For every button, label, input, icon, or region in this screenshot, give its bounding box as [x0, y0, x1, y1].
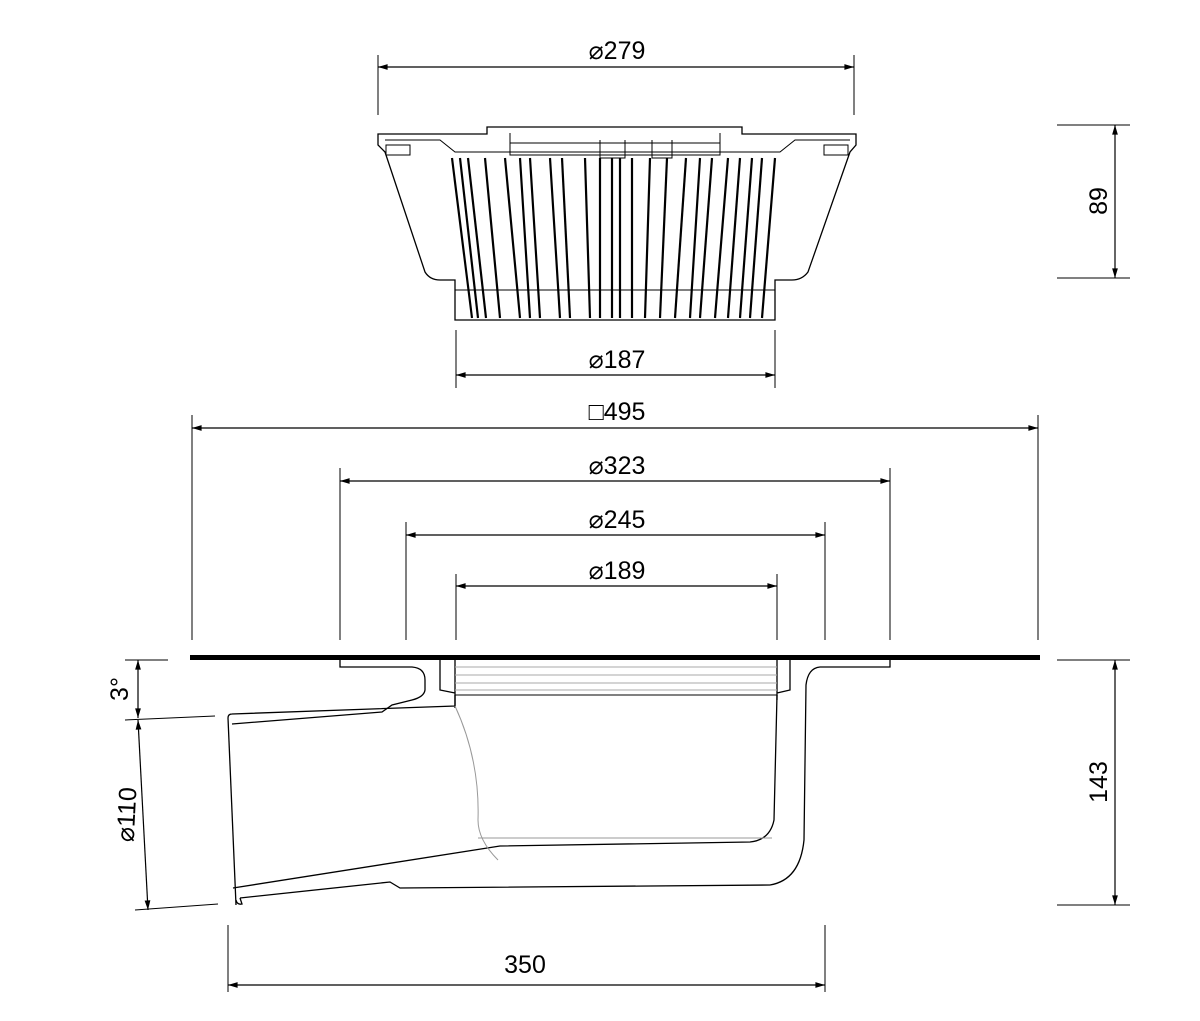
- dimension-outlet-diameter: ⌀110: [112, 719, 219, 911]
- dim-label-189: ⌀189: [589, 557, 646, 585]
- dimension-flange-outer-diameter: ⌀323: [339, 452, 891, 640]
- dim-label-495: □495: [589, 398, 646, 426]
- dim-label-89: 89: [1085, 187, 1113, 215]
- dim-label-143: 143: [1085, 761, 1113, 803]
- dimension-slope-angle: 3°: [106, 659, 216, 721]
- drain-body: [190, 655, 1040, 906]
- upper-grate-part: [377, 126, 857, 321]
- dim-label-110: ⌀110: [112, 786, 143, 842]
- dim-label-350: 350: [504, 951, 546, 979]
- dimension-body-length: 350: [227, 925, 826, 992]
- dimension-inner-diameter: ⌀189: [455, 557, 778, 640]
- dimension-top-bottom-diameter: ⌀187: [455, 330, 776, 388]
- membrane-plate: [190, 655, 1040, 660]
- dim-label-187: ⌀187: [589, 346, 646, 374]
- dim-label-3-degrees: 3°: [106, 677, 134, 701]
- dimension-top-grate-diameter: ⌀279: [377, 37, 855, 115]
- dim-label-323: ⌀323: [589, 452, 646, 480]
- grate-slots: [450, 157, 777, 319]
- dimension-top-height: 89: [1057, 124, 1130, 279]
- dim-label-245: ⌀245: [589, 506, 646, 534]
- dim-label-279: ⌀279: [589, 37, 646, 65]
- dimension-flange-mid-diameter: ⌀245: [405, 506, 826, 640]
- dimension-plate-square: □495: [191, 398, 1039, 640]
- dimension-body-height: 143: [1057, 659, 1130, 906]
